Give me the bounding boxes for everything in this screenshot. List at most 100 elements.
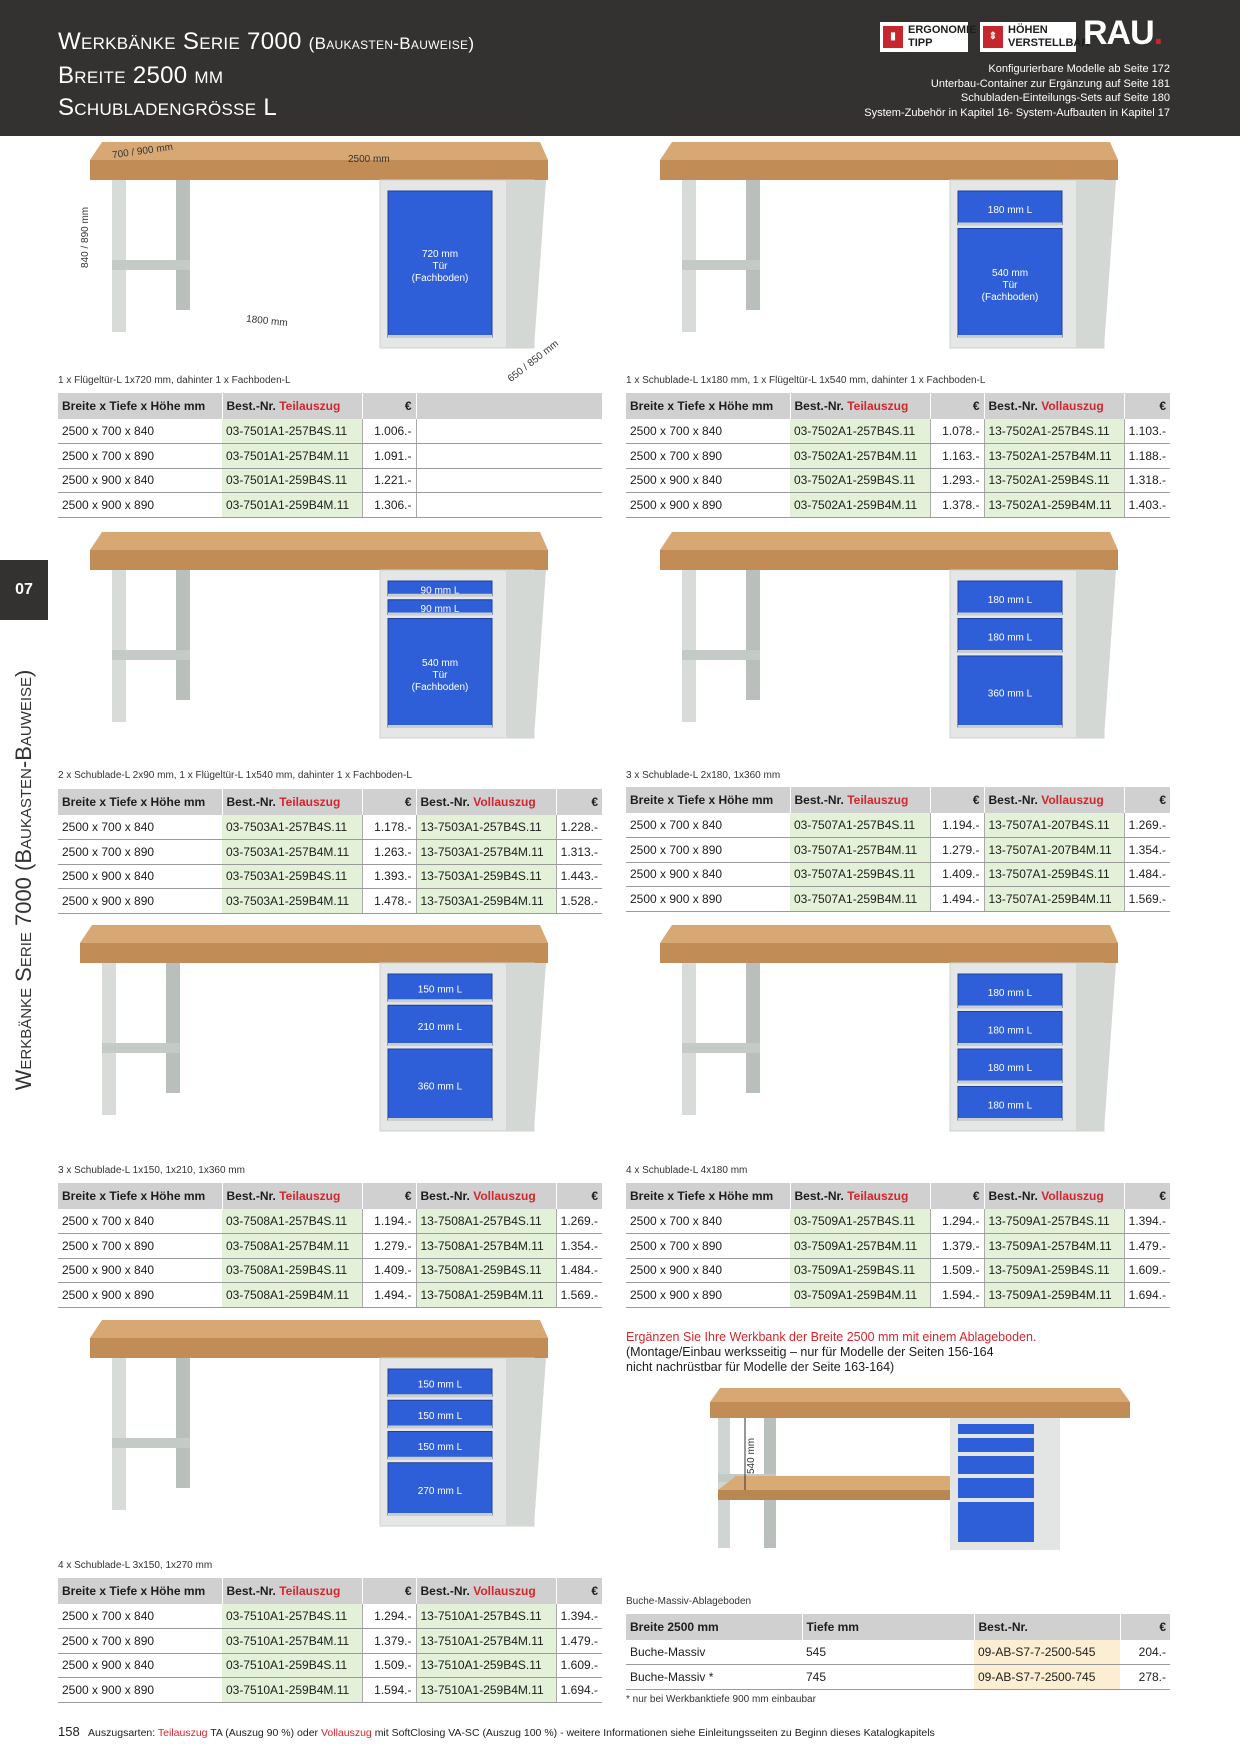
order-number-teil[interactable]: 03-7509A1-257B4M.11 (790, 1233, 931, 1259)
price-teil: 1.194.- (930, 813, 985, 839)
order-number-teil[interactable]: 03-7510A1-257B4S.11 (222, 1604, 363, 1630)
order-number-voll[interactable]: 13-7510A1-259B4M.11 (416, 1677, 557, 1703)
size-cell: 2500 x 700 x 840 (626, 1209, 790, 1235)
order-number-voll[interactable]: 13-7507A1-259B4S.11 (984, 862, 1125, 888)
bench-leg (746, 963, 760, 1093)
order-number-voll[interactable]: 13-7502A1-259B4S.11 (984, 468, 1125, 494)
drawer-front (957, 655, 1063, 728)
chapter-tab[interactable]: 07 (0, 560, 48, 620)
order-number-teil[interactable]: 03-7507A1-259B4M.11 (790, 886, 931, 912)
order-number-voll[interactable]: 13-7509A1-259B4M.11 (984, 1282, 1125, 1308)
order-number-voll[interactable]: 13-7502A1-257B4S.11 (984, 419, 1125, 445)
bench-crossbar (682, 1043, 760, 1053)
order-number-teil[interactable]: 03-7502A1-257B4M.11 (790, 443, 931, 469)
page-subtitle-drawer: Schubladengrösse L (58, 94, 278, 121)
order-number-teil[interactable]: 03-7502A1-257B4S.11 (790, 419, 931, 445)
drawer-label: 360 mm L (418, 1082, 463, 1093)
order-number-teil[interactable]: 03-7502A1-259B4M.11 (790, 492, 931, 518)
order-number-teil[interactable]: 03-7509A1-259B4S.11 (790, 1258, 931, 1284)
order-number-voll[interactable]: 13-7502A1-257B4M.11 (984, 443, 1125, 469)
drawer-label: 150 mm L (418, 1442, 463, 1453)
order-number-teil[interactable]: 03-7508A1-259B4M.11 (222, 1282, 363, 1308)
order-number-voll[interactable]: 13-7509A1-259B4S.11 (984, 1258, 1125, 1284)
order-number-teil[interactable]: 03-7509A1-259B4M.11 (790, 1282, 931, 1308)
drawer-handle (958, 725, 1062, 728)
order-number-teil[interactable]: 03-7508A1-257B4M.11 (222, 1233, 363, 1259)
price-voll: 1.269.- (556, 1209, 602, 1235)
order-number-teil[interactable]: 03-7501A1-257B4S.11 (222, 419, 363, 445)
order-number-teil[interactable]: 03-7509A1-257B4S.11 (790, 1209, 931, 1235)
order-number-voll[interactable]: 13-7503A1-259B4S.11 (416, 864, 557, 890)
order-number-teil[interactable]: 03-7510A1-257B4M.11 (222, 1628, 363, 1654)
drawer-handle (958, 650, 1062, 653)
cabinet-side (506, 180, 546, 348)
order-number-voll[interactable]: 13-7510A1-257B4M.11 (416, 1628, 557, 1654)
order-number-voll[interactable]: 13-7508A1-257B4M.11 (416, 1233, 557, 1259)
height-adjust-icon: ⇕ (983, 26, 1003, 48)
order-number-voll[interactable]: 13-7503A1-259B4M.11 (416, 888, 557, 914)
order-number-voll[interactable]: 13-7510A1-259B4S.11 (416, 1653, 557, 1679)
drawer-handle (388, 1456, 492, 1460)
price-teil: 1.494.- (362, 1282, 417, 1308)
order-number-voll[interactable]: 13-7508A1-259B4M.11 (416, 1282, 557, 1308)
order-number-teil[interactable]: 03-7501A1-259B4M.11 (222, 492, 363, 518)
order-number-teil[interactable]: 03-7507A1-257B4S.11 (790, 813, 931, 839)
empty-cell (416, 492, 602, 518)
drawer-front (957, 1011, 1063, 1046)
order-number-voll[interactable]: 13-7503A1-257B4M.11 (416, 839, 557, 865)
worktop (80, 925, 548, 943)
worktop (90, 1320, 548, 1338)
order-number-voll[interactable]: 13-7503A1-257B4S.11 (416, 815, 557, 841)
drawer-label: 180 mm L (988, 1025, 1033, 1036)
order-number-voll[interactable]: 13-7510A1-257B4S.11 (416, 1604, 557, 1630)
price-teil: 1.509.- (362, 1653, 417, 1679)
order-number-teil[interactable]: 03-7503A1-259B4S.11 (222, 864, 363, 890)
order-number-voll[interactable]: 13-7509A1-257B4M.11 (984, 1233, 1125, 1259)
price-voll: 1.403.- (1124, 492, 1170, 518)
order-number-voll[interactable]: 13-7508A1-259B4S.11 (416, 1258, 557, 1284)
product-caption-7503: 2 x Schublade-L 2x90 mm, 1 x Flügeltür-L… (58, 770, 412, 781)
order-number-voll[interactable]: 13-7508A1-257B4S.11 (416, 1209, 557, 1235)
size-cell: 2500 x 900 x 840 (626, 1258, 790, 1284)
size-cell: 2500 x 700 x 840 (58, 1209, 222, 1235)
price-teil: 1.379.- (362, 1628, 417, 1654)
size-cell: 2500 x 900 x 840 (58, 1258, 222, 1284)
order-number-teil[interactable]: 03-7501A1-257B4M.11 (222, 443, 363, 469)
order-number-teil[interactable]: 03-7510A1-259B4S.11 (222, 1653, 363, 1679)
order-number-teil[interactable]: 03-7503A1-257B4M.11 (222, 839, 363, 865)
size-cell: 2500 x 700 x 890 (626, 837, 790, 863)
order-number-voll[interactable]: 13-7509A1-257B4S.11 (984, 1209, 1125, 1235)
page-title: Werkbänke Serie 7000 (Baukasten-Bauweise… (58, 28, 475, 55)
order-number-voll[interactable]: 13-7507A1-207B4M.11 (984, 837, 1125, 863)
order-number[interactable]: 09-AB-S7-7-2500-545 (974, 1640, 1120, 1666)
order-number-voll[interactable]: 13-7502A1-259B4M.11 (984, 492, 1125, 518)
order-number-teil[interactable]: 03-7507A1-257B4M.11 (790, 837, 931, 863)
order-number-teil[interactable]: 03-7508A1-257B4S.11 (222, 1209, 363, 1235)
order-number-teil[interactable]: 03-7503A1-259B4M.11 (222, 888, 363, 914)
order-number-teil[interactable]: 03-7502A1-259B4S.11 (790, 468, 931, 494)
order-number-teil[interactable]: 03-7510A1-259B4M.11 (222, 1677, 363, 1703)
order-number-teil[interactable]: 03-7507A1-259B4S.11 (790, 862, 931, 888)
price-voll: 1.443.- (556, 864, 602, 890)
drawer-label: 270 mm L (418, 1486, 463, 1497)
drawer-handle (388, 1043, 492, 1046)
drawer-front (957, 618, 1063, 653)
order-number-voll[interactable]: 13-7507A1-207B4S.11 (984, 813, 1125, 839)
order-number-voll[interactable]: 13-7507A1-259B4M.11 (984, 886, 1125, 912)
order-number-teil[interactable]: 03-7501A1-259B4S.11 (222, 468, 363, 494)
order-number-teil[interactable]: 03-7503A1-257B4S.11 (222, 815, 363, 841)
drawer-front (387, 618, 493, 728)
price-teil: 1.409.- (362, 1258, 417, 1284)
drawer-label: 360 mm L (988, 689, 1033, 700)
order-number[interactable]: 09-AB-S7-7-2500-745 (974, 1664, 1120, 1690)
order-number-teil[interactable]: 03-7508A1-259B4S.11 (222, 1258, 363, 1284)
price-teil: 1.378.- (930, 492, 985, 518)
